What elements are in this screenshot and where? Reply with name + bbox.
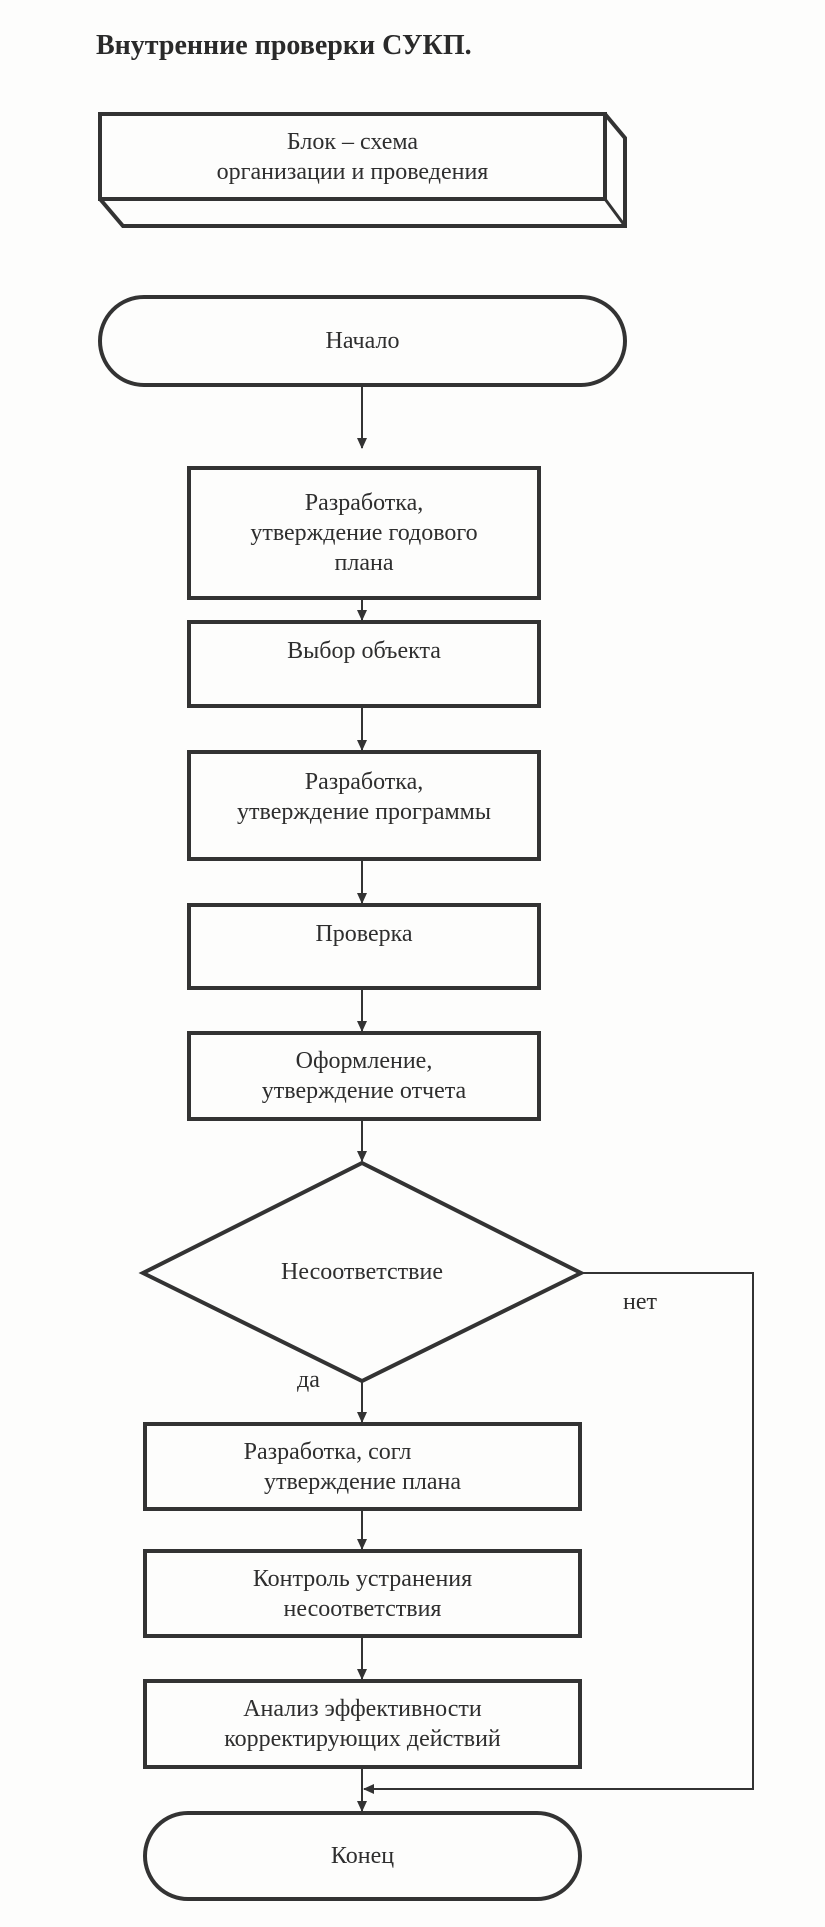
header-box-line: Блок – схема [286,128,419,155]
start-label: Начало [325,328,400,354]
end-terminal [143,1811,582,1901]
header-box-text: Блок – схема организации и проведения [100,114,605,199]
step-audit: Проверка [315,921,413,947]
action-control: Контроль устранения несоответствия [252,1565,473,1622]
step-box [187,620,541,708]
step-box [187,750,541,861]
start-terminal [98,295,627,387]
action-plan: Разработка, согл утверждение плана [243,1438,462,1495]
end-label: Конец [330,1843,395,1869]
page-title: Внутренние проверки СУКП. [96,30,472,61]
step-program: Разработка, утверждение программы [237,769,491,825]
step-select-object: Выбор объекта [287,638,441,664]
header-box-line: организации и проведения [216,158,489,185]
decision-yes-label: да [297,1367,320,1393]
decision-no-label: нет [623,1289,657,1315]
step-annual-plan: Разработка, утверждение годового плана [250,490,478,576]
header-box [98,112,607,201]
connector-arrow-no [363,1272,754,1794]
step-box [187,903,541,990]
step-report: Оформление, утверждение отчета [261,1048,467,1104]
action-analysis: Анализ эффективности корректирующих дейс… [224,1696,501,1752]
decision-label: Несоответствие [281,1259,443,1285]
step-box [187,1031,541,1121]
step-box [187,466,541,600]
